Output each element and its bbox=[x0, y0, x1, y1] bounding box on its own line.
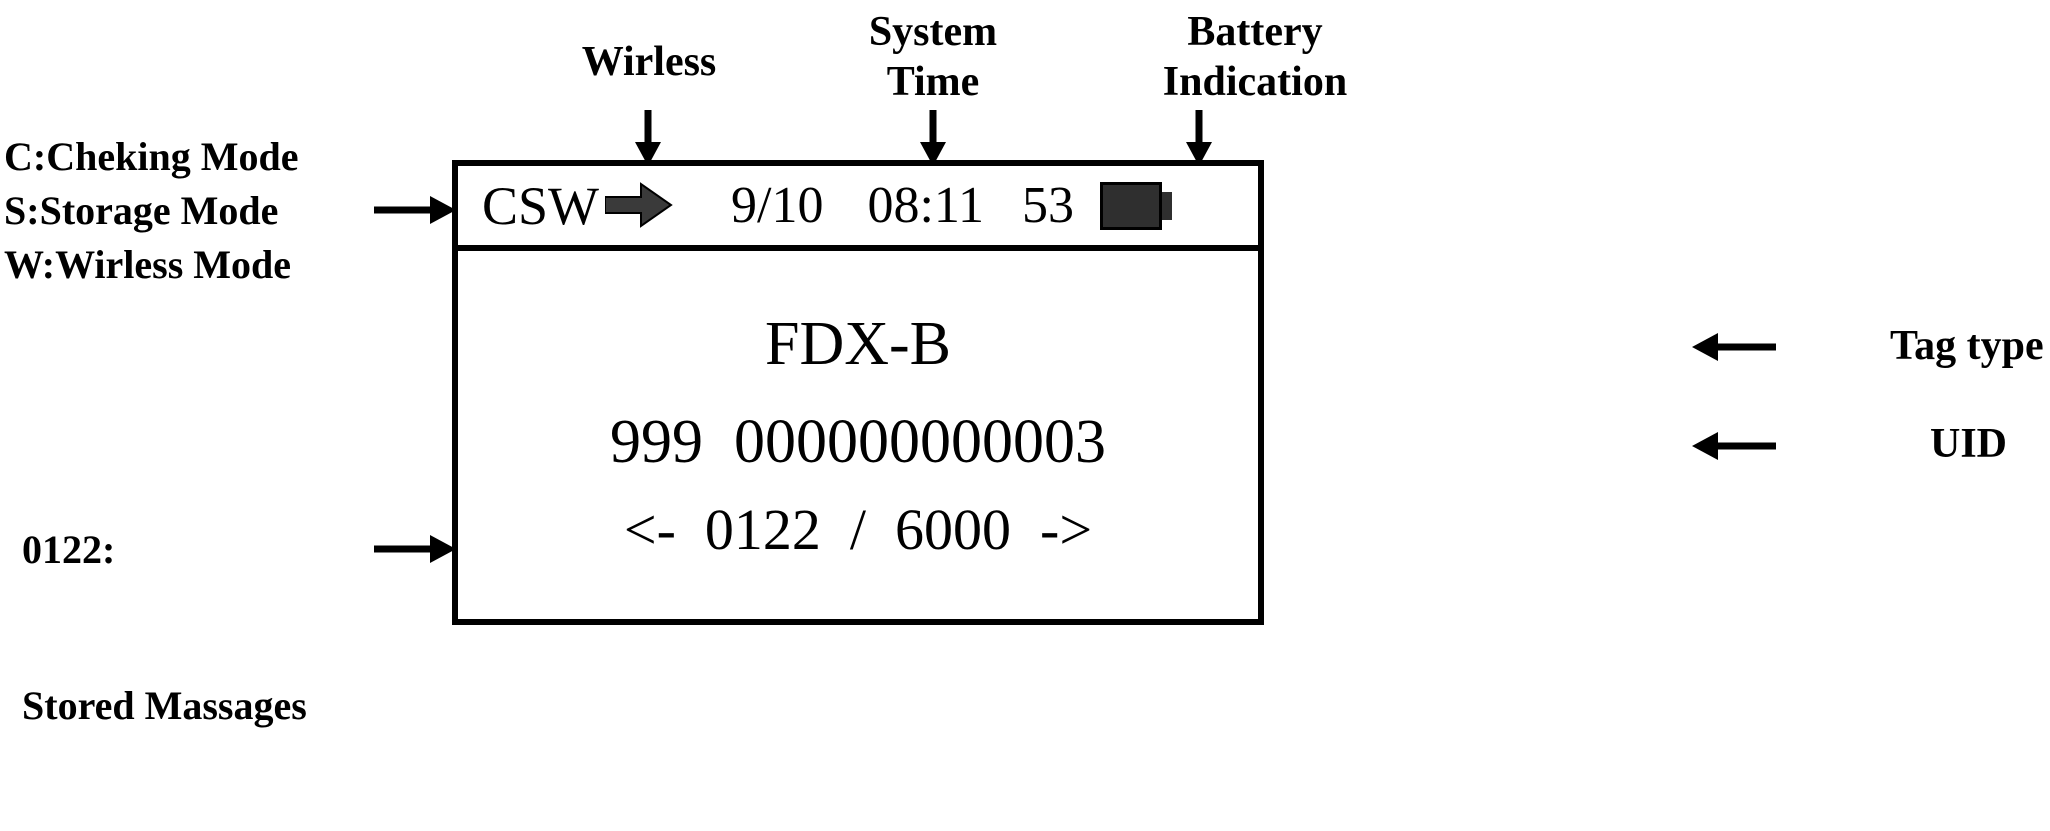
wireless-right-arrow-icon bbox=[604, 182, 673, 233]
mode-legend-arrow bbox=[372, 186, 456, 234]
uid-callout-label: UID bbox=[1930, 421, 2008, 467]
capacity-legend: 0122: Stored Massages 6000: Total Capaci… bbox=[22, 420, 307, 831]
uid-callout-arrow bbox=[1678, 422, 1778, 470]
status-date: 9/10 bbox=[731, 176, 824, 234]
tag-type-value: FDX-B bbox=[764, 310, 952, 378]
mode-legend-line-wireless: W:Wirless Mode bbox=[4, 242, 292, 287]
wireless-callout-label: Wirless bbox=[581, 39, 717, 85]
mode-legend-line-checking: C:Cheking Mode bbox=[4, 134, 299, 179]
capacity-legend-arrow bbox=[372, 525, 456, 573]
device-lcd-screen: CSW 9/10 08:11 53 FDX-B 999 000000000003… bbox=[452, 160, 1264, 625]
battery-full-icon bbox=[1100, 181, 1173, 230]
tag-type-callout-label: Tag type bbox=[1890, 323, 2044, 369]
battery-body bbox=[1100, 181, 1163, 230]
status-time: 08:11 bbox=[867, 176, 985, 234]
system-time-callout-label: System Time bbox=[868, 9, 998, 105]
uid-value: 999 000000000003 bbox=[610, 408, 1106, 476]
mode-legend: C:Cheking Mode S:Storage Mode W:Wirless … bbox=[4, 130, 298, 292]
battery-callout-label: Battery Indication bbox=[1162, 9, 1348, 105]
lcd-content-area: FDX-B 999 000000000003 <- 0122 / 6000 -> bbox=[458, 251, 1258, 613]
status-mode-indicator[interactable]: CSW bbox=[482, 175, 600, 236]
battery-callout-arrow bbox=[1179, 110, 1219, 166]
status-bar: CSW 9/10 08:11 53 bbox=[458, 166, 1258, 251]
wireless-callout-arrow bbox=[628, 110, 668, 166]
capacity-legend-stored-value: 0122: bbox=[22, 527, 116, 572]
status-battery-percent: 53 bbox=[1022, 176, 1075, 234]
system-time-callout-arrow bbox=[913, 110, 953, 166]
tag-type-callout-arrow bbox=[1678, 323, 1778, 371]
capacity-legend-stored-label: Stored Massages bbox=[22, 683, 307, 728]
battery-nub bbox=[1162, 191, 1173, 220]
record-navigation[interactable]: <- 0122 / 6000 -> bbox=[623, 497, 1093, 562]
mode-legend-line-storage: S:Storage Mode bbox=[4, 188, 279, 233]
